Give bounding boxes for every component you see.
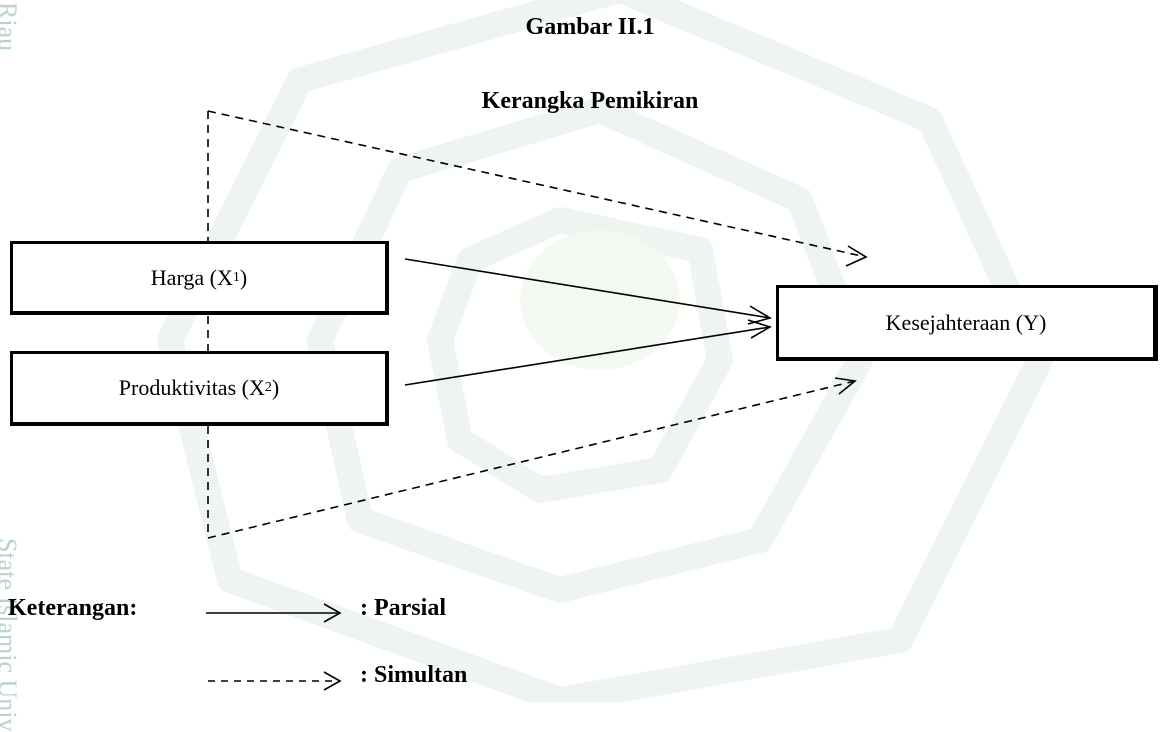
figure-title: Kerangka Pemikiran — [481, 88, 699, 114]
node-produktivitas-label: Produktivitas (X — [118, 375, 265, 400]
dashed-arrowhead-top — [845, 245, 868, 267]
legend-dashed-arrowhead — [323, 671, 342, 691]
dashed-arrowhead-bottom — [834, 377, 857, 395]
figure-number: Gambar II.1 — [525, 14, 655, 40]
legend-partial-label: : Parsial — [360, 595, 446, 621]
solid-arrowhead-x2 — [747, 319, 772, 339]
side-watermark-text: Riau State Islamic Univ — [0, 0, 22, 732]
node-harga-close: ) — [239, 264, 248, 290]
watermark-center-emblem — [520, 230, 680, 370]
solid-arrow-x2 — [404, 326, 771, 386]
legend-simultaneous-label: : Simultan — [360, 662, 468, 688]
legend-title: Keterangan: — [8, 595, 138, 621]
node-produktivitas-close: ) — [271, 375, 280, 400]
node-harga-label: Harga (X — [150, 264, 233, 290]
node-kesejahteraan-label: Kesejahteraan (Y) — [885, 309, 1047, 335]
node-kesejahteraan: Kesejahteraan (Y) — [776, 285, 1158, 361]
watermark-center-frame — [427, 207, 733, 503]
legend-solid-arrowhead — [323, 603, 342, 623]
side-text-top: Riau — [0, 2, 22, 52]
diagram-connectors — [206, 110, 868, 691]
dashed-arrow-top — [207, 110, 867, 258]
side-text-mid: State Islamic Univ — [0, 538, 22, 732]
solid-arrow-x1 — [404, 258, 771, 319]
